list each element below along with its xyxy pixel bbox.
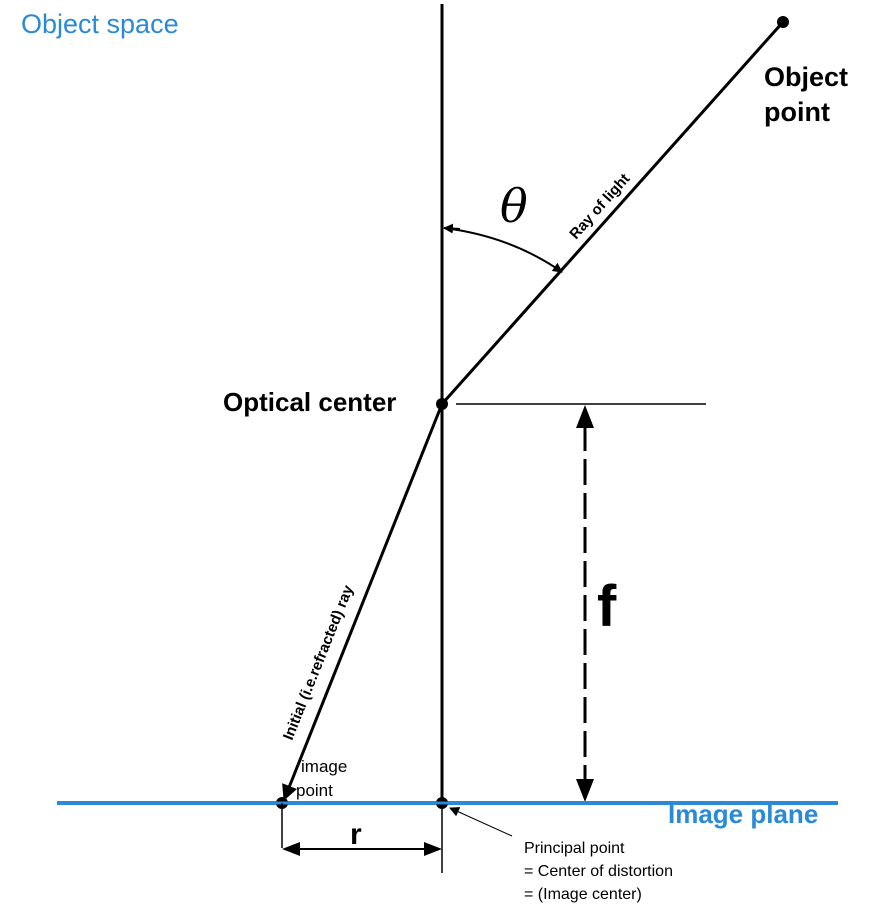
- image-point-label: image point: [296, 757, 352, 800]
- r-arrow-right-icon: [424, 842, 442, 856]
- focal-arrow-top-icon: [576, 405, 594, 428]
- principal-point-line-1: Principal point: [524, 840, 625, 857]
- ray-of-light-label: Ray of light: [566, 170, 633, 242]
- object-point-line-2: point: [764, 97, 830, 127]
- theta-arc-start-arrow: [443, 223, 461, 234]
- object-space-title: Object space: [21, 9, 179, 39]
- principal-point-leader: [449, 807, 513, 837]
- focal-length-label: f: [597, 574, 617, 639]
- refracted-ray-label: Initial (i.e.refracted) ray: [280, 582, 357, 742]
- theta-symbol: θ: [500, 179, 528, 233]
- theta-angle-arc: [443, 227, 563, 273]
- focal-arrow-bottom-icon: [576, 779, 594, 802]
- optical-center-label: Optical center: [223, 387, 396, 417]
- principal-point-label: Principal point = Center of distortion =…: [524, 840, 677, 903]
- image-point-line-2: point: [296, 781, 333, 800]
- r-arrow-left-icon: [282, 842, 300, 856]
- image-plane-label: Image plane: [668, 799, 818, 829]
- object-point-dot: [777, 16, 789, 28]
- radius-label: r: [350, 818, 362, 851]
- refracted-ray: [282, 403, 444, 801]
- image-point-line-1: image: [301, 757, 347, 776]
- object-point-label: Object point: [764, 62, 856, 127]
- principal-point-line-2: = Center of distortion: [524, 863, 673, 880]
- object-point-line-1: Object: [764, 62, 848, 92]
- ray-of-light: [440, 21, 785, 405]
- principal-point-line-3: = (Image center): [524, 886, 642, 903]
